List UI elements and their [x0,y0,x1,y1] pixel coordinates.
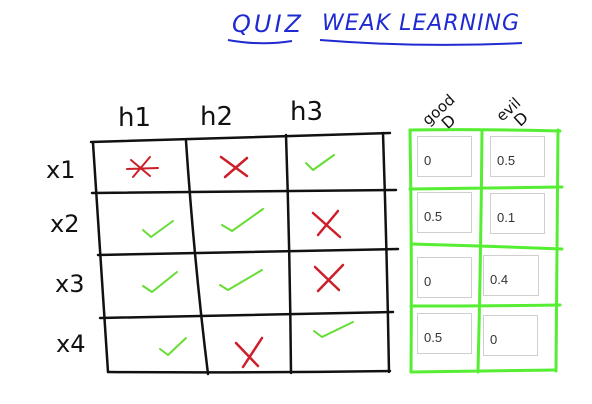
answer-line-h3 [409,303,562,308]
quiz-title: QUIZ WEAK LEARNING [227,10,523,46]
quiz-label: QUIZ [232,10,304,38]
label-x3: x3 [55,270,84,298]
evil-answer-x1-input[interactable] [490,136,545,177]
evil-answer-x4-input[interactable] [483,315,538,356]
grid-line-v0 [91,141,110,374]
check-mark-icon [221,208,264,232]
grid-marks [126,154,354,369]
answer-line-h4 [409,368,558,374]
answer-line-v0 [408,128,413,374]
header-h1: h1 [118,103,151,133]
cross-mark-icon [234,336,264,369]
grid-line-v3 [381,131,391,374]
distribution-headers: good D evil D [419,91,532,133]
topic-underline [319,39,523,46]
check-mark-icon [142,271,178,293]
evil-answer-x2-input[interactable] [490,193,545,234]
good-answer-x2-input[interactable] [417,192,472,233]
label-x2: x2 [50,210,79,238]
good-answer-x4-input[interactable] [417,313,472,354]
cross-mark-icon [219,155,249,179]
grid-line-h0 [89,131,392,144]
check-mark-icon [219,269,263,291]
answer-line-h1 [408,185,564,191]
cross-mark-icon [313,263,345,293]
grid-line-h4 [106,369,392,374]
grid-line-v1 [184,139,210,376]
label-x1: x1 [46,156,75,184]
label-x4: x4 [56,330,85,358]
results-grid [89,131,400,376]
grid-line-v2 [284,133,293,375]
grid-line-h1 [90,188,398,195]
answer-table [408,128,564,374]
answer-line-h2 [409,242,564,251]
cross-mark-icon [311,209,342,239]
example-labels: x1 x2 x3 x4 [46,156,85,358]
cross-mark-icon [126,156,159,178]
topic-label: WEAK LEARNING [322,11,520,36]
good-answer-x3-input[interactable] [417,257,472,298]
check-mark-icon [313,321,354,338]
header-h3: h3 [290,97,323,127]
hypothesis-headers: h1 h2 h3 [118,97,323,133]
good-header: good D [419,91,460,133]
quiz-underline [227,39,293,45]
answer-line-v2 [554,128,560,373]
answer-line-h0 [408,128,562,133]
check-mark-icon [305,154,335,171]
answer-line-v1 [476,129,484,374]
grid-line-h3 [98,310,395,320]
check-mark-icon [159,337,187,356]
evil-answer-x3-input[interactable] [483,255,539,296]
header-h2: h2 [200,102,233,132]
check-mark-icon [142,220,174,238]
grid-line-h2 [96,247,400,257]
good-answer-x1-input[interactable] [417,136,472,177]
